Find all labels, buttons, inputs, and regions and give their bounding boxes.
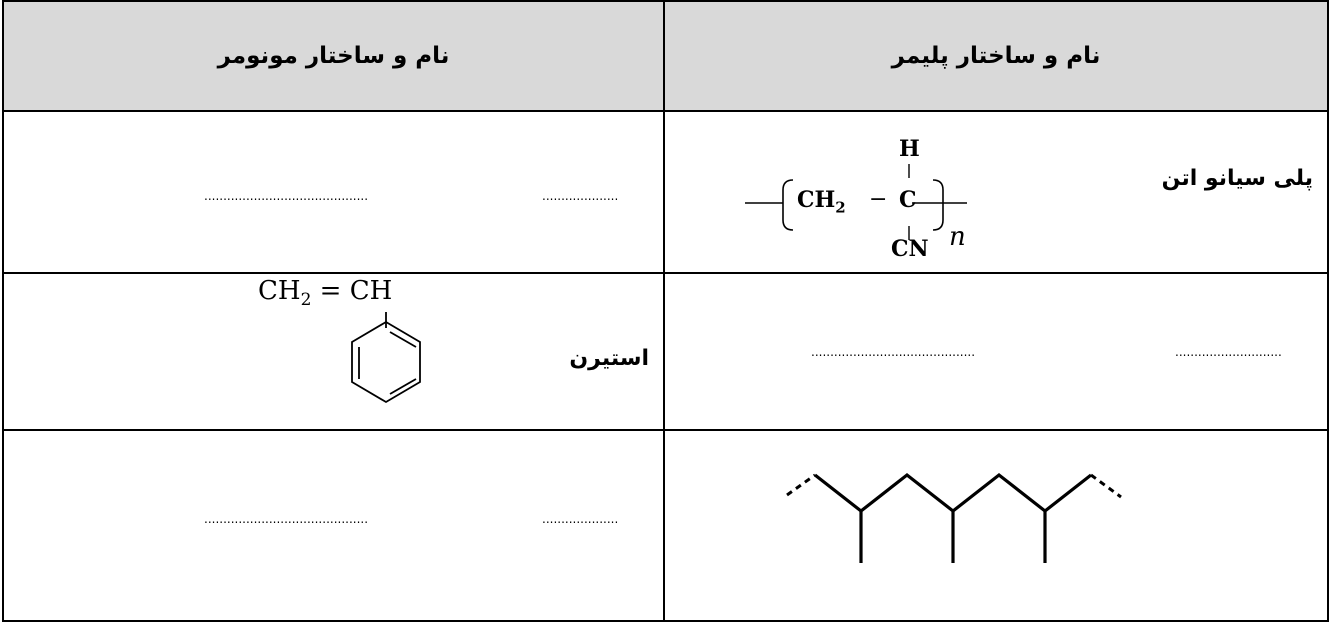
table-row: ........................................…: [2, 109, 1329, 274]
monomer-formula-2: CH2 = CH: [258, 276, 392, 310]
header-monomer: نام و ساختار مونومر: [2, 0, 665, 112]
monomer-formula-right: CH: [349, 275, 393, 306]
formula-top-atom: H: [899, 135, 920, 162]
monomer-structure-blank-3: ........................................…: [204, 512, 369, 527]
monomer-formula-eq: =: [311, 275, 350, 306]
polymer-name-1: پلی سیانو اتن: [1161, 165, 1313, 191]
polymer-structure-blank-2: ........................................…: [811, 344, 976, 359]
header-polymer-label: نام و ساختار پلیمر: [891, 42, 1101, 69]
polymer-cell-1: پلی سیانو اتن H CH2 − C CN n: [663, 109, 1329, 274]
monomer-name-2: استیرن: [569, 345, 649, 371]
polypropylene-skeletal-structure: [786, 473, 1122, 564]
monomer-formula-sub: 2: [300, 290, 312, 311]
polymer-name-blank-2: ............................: [1175, 344, 1282, 359]
monomer-name-blank-1: ....................: [542, 188, 619, 203]
table-row: استیرن CH2 = CH ........................…: [2, 271, 1329, 432]
polymer-bonds: [745, 163, 967, 240]
formula-n: n: [949, 221, 966, 252]
formula-bottom-group: CN: [891, 235, 929, 262]
polymer-formula-1: H CH2 − C CN n: [745, 116, 1045, 262]
monomer-cell-2: استیرن CH2 = CH: [2, 271, 665, 432]
polymer-cell-2: ........................................…: [663, 271, 1329, 432]
polymer-cell-3: [663, 429, 1329, 622]
header-monomer-label: نام و ساختار مونومر: [217, 42, 450, 69]
monomer-name-blank-3: ....................: [542, 512, 619, 527]
formula-center-atom: C: [899, 186, 917, 213]
formula-group: CH2: [797, 187, 846, 216]
table-header-row: نام و ساختار مونومر نام و ساختار پلیمر: [2, 0, 1329, 112]
monomer-structure-blank-1: ........................................…: [204, 188, 369, 203]
header-polymer: نام و ساختار پلیمر: [663, 0, 1329, 112]
monomer-cell-3: ........................................…: [2, 429, 665, 622]
table-row: ........................................…: [2, 429, 1329, 622]
formula-subscript: 2: [835, 198, 846, 217]
formula-dash: −: [869, 186, 888, 212]
benzene-ring-icon: [351, 311, 421, 403]
monomer-cell-1: ........................................…: [2, 109, 665, 274]
monomer-formula-left: CH: [258, 275, 301, 306]
formula-group-text: CH: [797, 186, 836, 213]
